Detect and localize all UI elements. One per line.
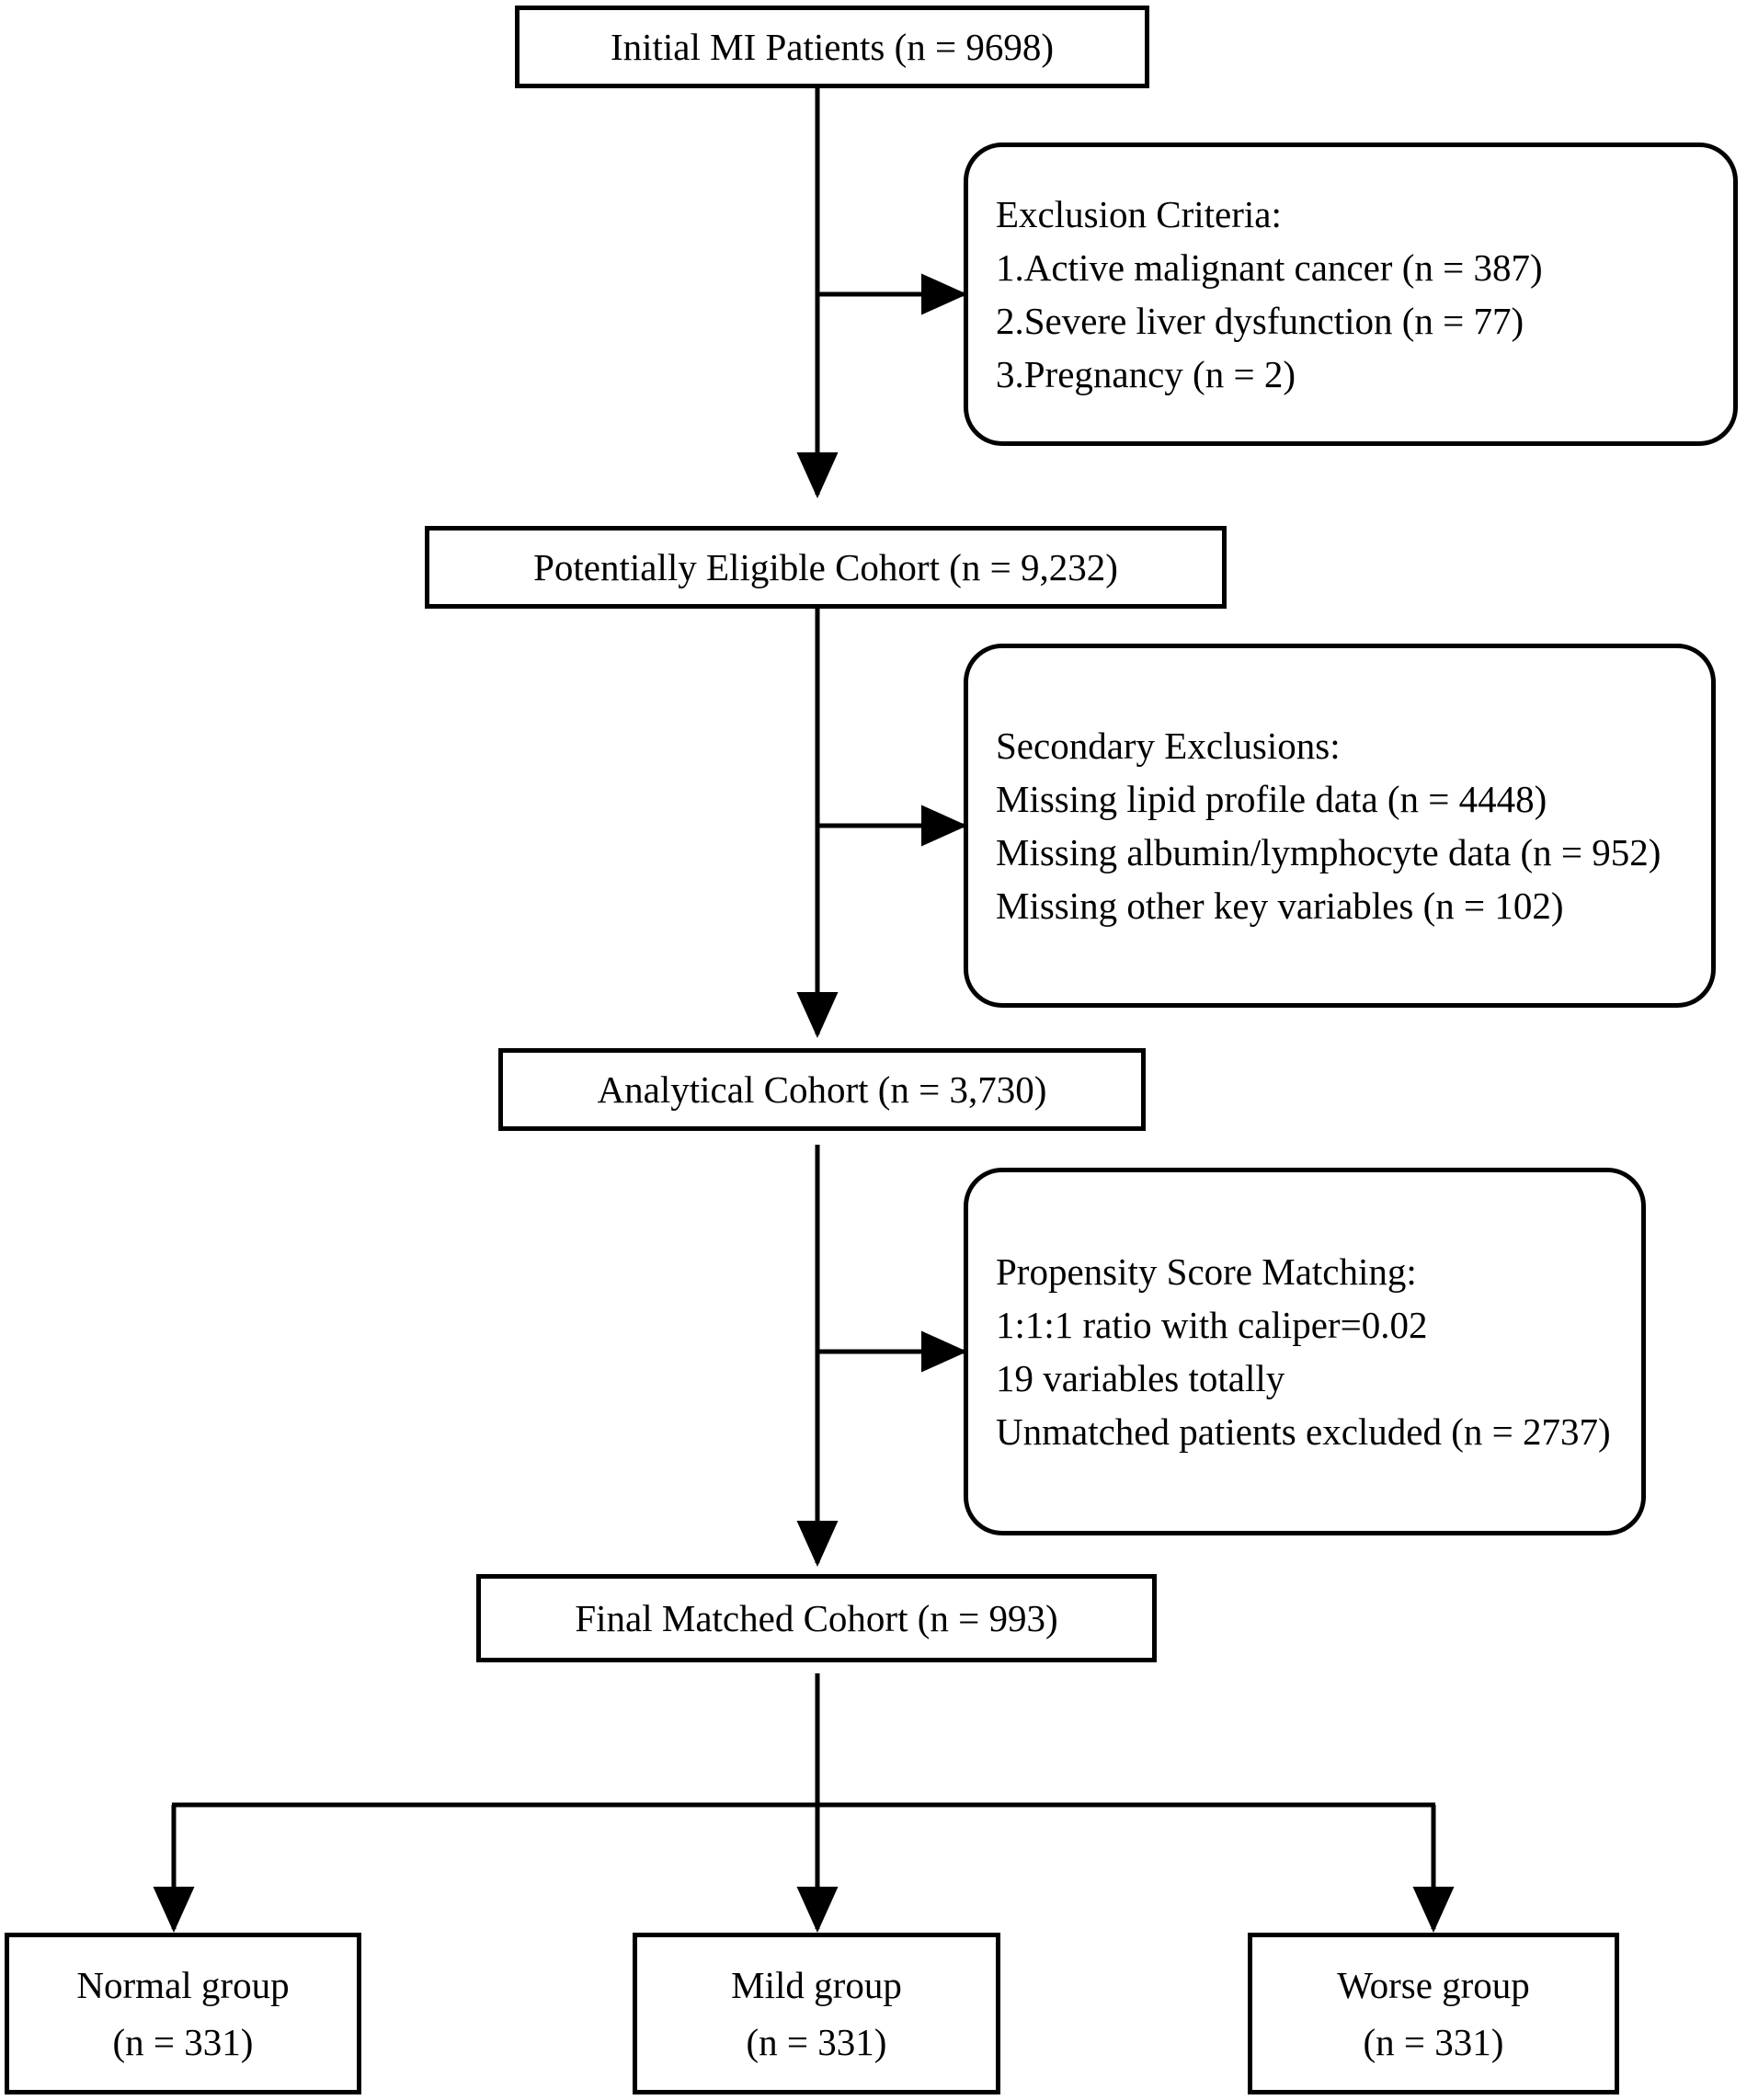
node-analytical-cohort[interactable]: Analytical Cohort (n = 3,730) bbox=[498, 1048, 1146, 1131]
node-eligible-cohort[interactable]: Potentially Eligible Cohort (n = 9,232) bbox=[425, 526, 1227, 609]
propensity-matching-item-2: 19 variables totally bbox=[996, 1357, 1285, 1399]
normal-group-count: (n = 331) bbox=[112, 2021, 254, 2063]
secondary-exclusions-item-1: Missing lipid profile data (n = 4448) bbox=[996, 777, 1547, 820]
node-eligible-cohort-line-1: Potentially Eligible Cohort (n = 9,232) bbox=[533, 545, 1118, 588]
worse-group-count: (n = 331) bbox=[1363, 2021, 1504, 2063]
propensity-matching-item-3: Unmatched patients excluded (n = 2737) bbox=[996, 1410, 1611, 1454]
node-worse-group[interactable]: Worse group (n = 331) bbox=[1248, 1933, 1619, 2094]
node-initial-cohort[interactable]: Initial MI Patients (n = 9698) bbox=[515, 6, 1149, 88]
node-initial-cohort-line-1: Initial MI Patients (n = 9698) bbox=[610, 25, 1055, 68]
node-mild-group[interactable]: Mild group (n = 331) bbox=[633, 1933, 1000, 2094]
exclusion-criteria-item-3: 3.Pregnancy (n = 2) bbox=[996, 353, 1296, 396]
secondary-exclusions-heading: Secondary Exclusions: bbox=[996, 724, 1341, 767]
node-final-cohort[interactable]: Final Matched Cohort (n = 993) bbox=[476, 1574, 1157, 1662]
node-analytical-cohort-line-1: Analytical Cohort (n = 3,730) bbox=[597, 1067, 1047, 1111]
node-normal-group[interactable]: Normal group (n = 331) bbox=[5, 1933, 361, 2094]
node-exclusion-criteria[interactable]: Exclusion Criteria: 1.Active malignant c… bbox=[964, 143, 1738, 446]
exclusion-criteria-heading: Exclusion Criteria: bbox=[996, 192, 1282, 235]
propensity-matching-item-1: 1:1:1 ratio with caliper=0.02 bbox=[996, 1303, 1428, 1346]
mild-group-label: Mild group bbox=[731, 1963, 902, 2006]
exclusion-criteria-item-1: 1.Active malignant cancer (n = 387) bbox=[996, 245, 1543, 289]
propensity-matching-heading: Propensity Score Matching: bbox=[996, 1250, 1417, 1293]
secondary-exclusions-item-3: Missing other key variables (n = 102) bbox=[996, 885, 1564, 928]
secondary-exclusions-item-2: Missing albumin/lymphocyte data (n = 952… bbox=[996, 831, 1661, 873]
node-final-cohort-line-1: Final Matched Cohort (n = 993) bbox=[575, 1596, 1058, 1639]
exclusion-criteria-item-2: 2.Severe liver dysfunction (n = 77) bbox=[996, 300, 1524, 342]
mild-group-count: (n = 331) bbox=[746, 2021, 887, 2063]
worse-group-label: Worse group bbox=[1337, 1963, 1530, 2006]
node-secondary-exclusions[interactable]: Secondary Exclusions: Missing lipid prof… bbox=[964, 644, 1716, 1008]
normal-group-label: Normal group bbox=[76, 1963, 290, 2006]
node-propensity-score-matching[interactable]: Propensity Score Matching: 1:1:1 ratio w… bbox=[964, 1168, 1646, 1535]
